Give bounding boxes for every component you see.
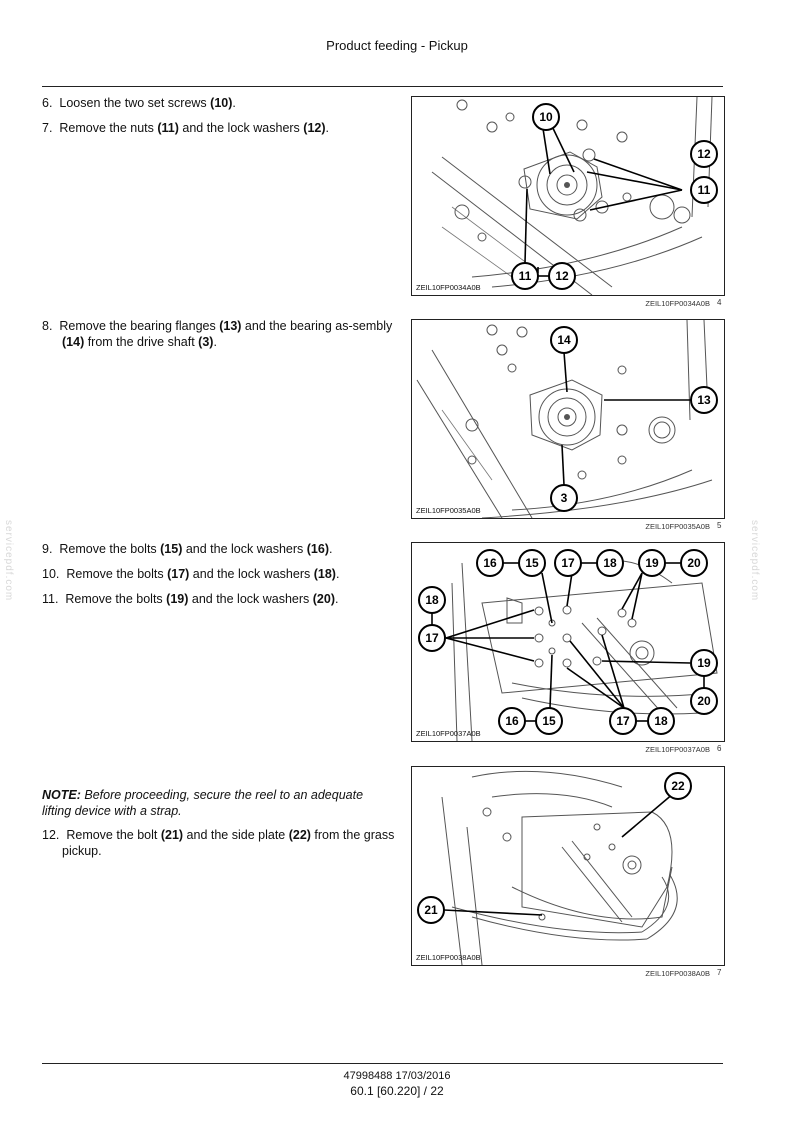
- callout-11: 11: [690, 176, 718, 204]
- figure-caption: ZEIL10FP0038A0B: [645, 969, 710, 978]
- callout-14: 14: [550, 326, 578, 354]
- callout-16: 16: [498, 707, 526, 735]
- svg-text:15: 15: [525, 556, 539, 570]
- step-11: 11. Remove the bolts (19) and the lock w…: [42, 592, 339, 606]
- step-10: 10. Remove the bolts (17) and the lock w…: [42, 567, 340, 581]
- callout-20: 20: [680, 549, 708, 577]
- svg-text:10: 10: [539, 110, 553, 124]
- svg-text:17: 17: [425, 631, 439, 645]
- page-header-title: Product feeding - Pickup: [326, 38, 468, 53]
- svg-text:11: 11: [519, 269, 532, 283]
- figure-code: ZEIL10FP0035A0B: [416, 506, 481, 515]
- svg-text:18: 18: [425, 593, 439, 607]
- svg-text:19: 19: [645, 556, 659, 570]
- callout-18: 18: [647, 707, 675, 735]
- callout-18: 18: [418, 586, 446, 614]
- figure-6: 16 15 17 18 19 20 18 17 19 20 16 15 17 1…: [411, 542, 725, 742]
- svg-text:18: 18: [654, 714, 668, 728]
- svg-text:13: 13: [697, 393, 711, 407]
- figure-5-drawing: 14 13 3: [416, 320, 718, 518]
- callout-19: 19: [690, 649, 718, 677]
- figure-caption: ZEIL10FP0035A0B: [645, 522, 710, 531]
- svg-text:17: 17: [561, 556, 575, 570]
- figure-7-drawing: 22 21: [417, 770, 692, 965]
- callout-22: 22: [664, 772, 692, 800]
- figure-number: 6: [717, 744, 722, 753]
- figure-code: ZEIL10FP0037A0B: [416, 729, 481, 738]
- callout-17: 17: [554, 549, 582, 577]
- step-12: 12. Remove the bolt (21) and the side pl…: [42, 828, 395, 858]
- svg-text:15: 15: [542, 714, 556, 728]
- step-number: 8.: [42, 319, 53, 333]
- callout-12: 12: [548, 262, 576, 290]
- figure-number: 7: [717, 968, 722, 977]
- figure-code: ZEIL10FP0038A0B: [416, 953, 481, 962]
- callout-3: 3: [550, 484, 578, 512]
- svg-text:20: 20: [687, 556, 701, 570]
- note: NOTE: Before proceeding, secure the reel…: [42, 787, 387, 819]
- svg-text:17: 17: [616, 714, 630, 728]
- callout-21: 21: [417, 896, 445, 924]
- footer-rule: [42, 1063, 723, 1064]
- svg-text:16: 16: [483, 556, 497, 570]
- figure-6-drawing: 16 15 17 18 19 20 18 17 19 20 16 15 17 1…: [418, 549, 718, 741]
- svg-text:19: 19: [697, 656, 711, 670]
- note-text: Before proceeding, secure the reel to an…: [42, 788, 364, 818]
- figure-5: 14 13 3 ZEIL10FP0035A0B: [411, 319, 725, 519]
- step-8: 8. Remove the bearing flanges (13) and t…: [42, 319, 393, 349]
- svg-text:18: 18: [603, 556, 617, 570]
- svg-text:12: 12: [555, 269, 569, 283]
- callout-13: 13: [690, 386, 718, 414]
- svg-text:20: 20: [697, 694, 711, 708]
- figure-caption: ZEIL10FP0037A0B: [645, 745, 710, 754]
- callout-15: 15: [518, 549, 546, 577]
- step-7: 7. Remove the nuts (11) and the lock was…: [42, 121, 329, 135]
- step-number: 10.: [42, 567, 60, 581]
- callout-18: 18: [596, 549, 624, 577]
- watermark: servicepdf.com: [3, 520, 14, 602]
- svg-text:12: 12: [697, 147, 711, 161]
- callout-19: 19: [638, 549, 666, 577]
- step-number: 11.: [42, 592, 59, 606]
- svg-text:22: 22: [671, 779, 685, 793]
- step-number: 9.: [42, 542, 53, 556]
- callout-11: 11: [511, 262, 539, 290]
- figure-caption: ZEIL10FP0034A0B: [645, 299, 710, 308]
- svg-text:14: 14: [557, 333, 571, 347]
- callout-16: 16: [476, 549, 504, 577]
- figure-4: 10 12 11 11 12 ZEIL10FP0034A0B: [411, 96, 725, 296]
- callout-17: 17: [418, 624, 446, 652]
- svg-text:3: 3: [561, 491, 568, 505]
- figure-4-drawing: 10 12 11 11 12: [431, 97, 718, 295]
- callout-12: 12: [690, 140, 718, 168]
- step-number: 12.: [42, 828, 60, 842]
- svg-text:11: 11: [698, 183, 711, 197]
- callout-17: 17: [609, 707, 637, 735]
- step-number: 7.: [42, 121, 53, 135]
- svg-text:21: 21: [424, 903, 438, 917]
- note-label: NOTE:: [42, 788, 81, 802]
- step-number: 6.: [42, 96, 53, 110]
- figure-number: 5: [717, 521, 722, 530]
- header-rule: [42, 86, 723, 87]
- figure-7: 22 21 ZEIL10FP0038A0B: [411, 766, 725, 966]
- callout-20: 20: [690, 687, 718, 715]
- step-9: 9. Remove the bolts (15) and the lock wa…: [42, 542, 333, 556]
- watermark: servicepdf.com: [749, 520, 760, 602]
- footer-page-number: 60.1 [60.220] / 22: [350, 1084, 444, 1098]
- callout-15: 15: [535, 707, 563, 735]
- callout-10: 10: [532, 103, 560, 131]
- figure-number: 4: [717, 298, 722, 307]
- step-6: 6. Loosen the two set screws (10).: [42, 96, 236, 110]
- svg-text:16: 16: [505, 714, 519, 728]
- figure-code: ZEIL10FP0034A0B: [416, 283, 481, 292]
- footer-doc-info: 47998488 17/03/2016: [343, 1070, 451, 1082]
